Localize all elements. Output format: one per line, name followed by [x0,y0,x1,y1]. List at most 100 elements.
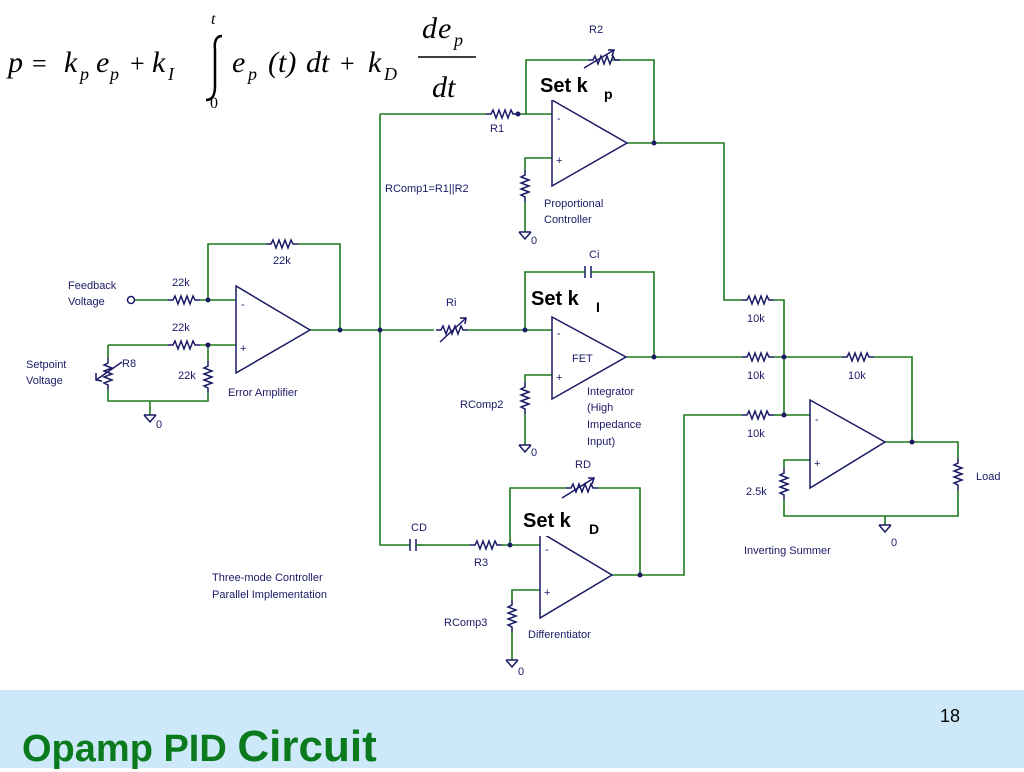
set-gain-labels: Set k p Set k I Set k D [520,70,628,537]
label-setpoint: Setpoint [26,359,66,371]
eq-k1: k [64,46,78,79]
set-ki-label: Set k [531,288,580,310]
label-inverting-summer: Inverting Summer [744,545,831,557]
page-number: 18 [940,706,961,726]
resistor-r3 [469,540,503,550]
set-ki-sub: I [596,299,600,315]
opamp-proportional [551,98,629,188]
resistor-2-5k [779,467,789,501]
sign-err-plus: + [240,343,246,355]
label-rd: RD [575,459,591,471]
resistor-22k-shunt [203,360,213,394]
label-rcomp1: RComp1=R1||R2 [385,183,469,195]
resistor-10k-fb [841,352,875,362]
sign-err-minus: - [241,299,245,311]
eq-equals: = [32,49,47,78]
label-controller: Controller [544,214,592,226]
sign-sum-plus: + [814,458,820,470]
label-setpoint-voltage: Voltage [26,375,63,387]
opamp-summer [809,398,887,490]
feedback-terminal [126,295,136,305]
sign-int-minus: - [557,328,561,340]
pid-circuit-diagram: p = k p e p + k I t 0 e p (t) dt + k D d… [6,11,1000,678]
eq-kp-sub: p [78,64,89,84]
component-labels: R2 R1 RComp1=R1||R2 Proportional Control… [26,24,1000,678]
label-22k-in1: 22k [172,277,190,289]
resistor-load [953,457,963,491]
label-2-5k: 2.5k [746,486,767,498]
pid-equation: p = k p e p + k I t 0 e p (t) dt + k D d… [6,11,476,112]
eq-dt: dt [306,46,330,79]
label-r3: R3 [474,557,488,569]
set-kp-sub: p [604,86,613,102]
eq-dt-bottom: dt [432,71,456,104]
resistor-rcomp1 [520,169,530,203]
label-load: Load [976,471,1000,483]
caption-line2: Parallel Implementation [212,589,327,601]
set-kd-sub: D [589,521,599,537]
wires [107,59,959,660]
label-10k-1: 10k [747,313,765,325]
eq-k3: k [368,46,382,79]
set-kp-label: Set k [540,75,589,97]
sign-sum-minus: - [815,414,819,426]
label-r1: R1 [490,123,504,135]
label-ground-5: 0 [518,666,524,678]
eq-e2: e [232,46,245,79]
resistor-10k-3 [741,410,775,420]
set-kd-label: Set k [523,510,572,532]
label-ground-2: 0 [156,419,162,431]
label-integrator: Integrator [587,386,634,398]
eq-e1: e [96,46,109,79]
eq-kd-sub: D [383,64,397,84]
sign-prop-plus: + [556,155,562,167]
resistor-22k-input1 [167,295,201,305]
title-part2: Circuit [237,722,377,771]
opamp-error [235,284,312,375]
label-r8: R8 [122,358,136,370]
eq-ki-sub: I [167,64,175,84]
eq-ep3-sub: p [452,30,463,50]
opamp-differentiator [539,530,614,620]
label-feedback: Feedback [68,280,117,292]
label-ground-4: 0 [891,537,897,549]
sign-diff-minus: - [545,544,549,556]
label-ci: Ci [589,249,599,261]
label-22k-in2: 22k [172,322,190,334]
eq-int-lower: 0 [210,95,218,112]
eq-e-top: e [438,12,451,45]
resistor-r1 [485,109,519,119]
integral-sign [205,34,223,102]
eq-int-upper: t [211,11,216,28]
resistor-22k-feedback [265,239,299,249]
label-error-amplifier: Error Amplifier [228,387,298,399]
sign-diff-plus: + [544,587,550,599]
sign-int-plus: + [556,372,562,384]
label-r2: R2 [589,24,603,36]
resistor-rcomp2 [520,381,530,415]
resistor-rcomp3 [507,599,517,633]
eq-ep2-sub: p [246,64,257,84]
eq-ep-sub: p [108,64,119,84]
sign-prop-minus: - [557,113,561,125]
label-ground-3: 0 [531,447,537,459]
opamp-pin-signs: - + - + - + - + - + [240,113,820,599]
opamp-integrator [551,315,628,401]
label-ground-1: 0 [531,235,537,247]
resistor-10k-1 [741,295,775,305]
eq-paren-t: (t) [268,46,296,79]
eq-d-top: d [422,12,438,45]
label-10k-fb: 10k [848,370,866,382]
caption-line1: Three-mode Controller [212,572,323,584]
eq-plus2: + [340,49,355,78]
opamps [235,98,887,620]
label-22k-shunt: 22k [178,370,196,382]
label-fet: FET [572,353,593,365]
label-22k-top: 22k [273,255,291,267]
label-input: Input) [587,436,615,448]
resistors [95,49,963,633]
label-rcomp2: RComp2 [460,399,503,411]
slide-title: Opamp PID Circuit [22,722,377,772]
label-high: (High [587,402,613,414]
